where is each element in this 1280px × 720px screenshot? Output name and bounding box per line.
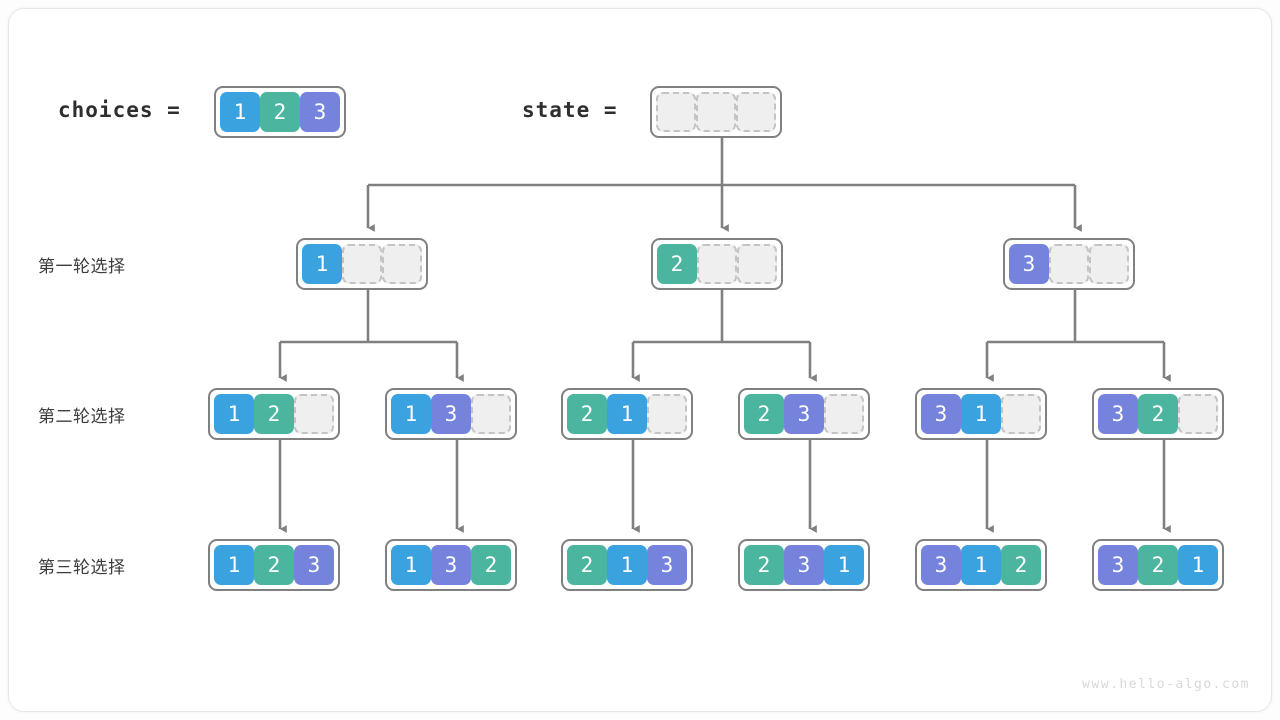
level2-node6-cell-1: 3 (1098, 394, 1138, 434)
state-cell-2 (696, 92, 736, 132)
level2-node2-cell-1: 1 (391, 394, 431, 434)
level1-node3-cell-3 (1089, 244, 1129, 284)
level1-node1-cell-3 (382, 244, 422, 284)
tree-node-level1-3: 3 (1003, 238, 1135, 290)
diagram-card (8, 8, 1272, 712)
row-label-round-2: 第二轮选择 (38, 407, 126, 426)
choices-cell-2: 2 (260, 92, 300, 132)
level3-node6-cell-3: 1 (1178, 545, 1218, 585)
choices-label: choices = (58, 98, 181, 122)
state-cell-1 (656, 92, 696, 132)
tree-node-level1-2: 2 (651, 238, 783, 290)
level1-node3-cell-1: 3 (1009, 244, 1049, 284)
level2-node3-cell-3 (647, 394, 687, 434)
tree-node-level1-1: 1 (296, 238, 428, 290)
level2-node6-cell-2: 2 (1138, 394, 1178, 434)
level3-node3-cell-1: 2 (567, 545, 607, 585)
level2-node4-cell-1: 2 (744, 394, 784, 434)
state-label: state = (522, 98, 618, 122)
level3-node6-cell-1: 3 (1098, 545, 1138, 585)
level2-node2-cell-2: 3 (431, 394, 471, 434)
level2-node6-cell-3 (1178, 394, 1218, 434)
level3-node1-cell-2: 2 (254, 545, 294, 585)
level2-node3-cell-2: 1 (607, 394, 647, 434)
level2-node2-cell-3 (471, 394, 511, 434)
state-cell-3 (736, 92, 776, 132)
level2-node5-cell-2: 1 (961, 394, 1001, 434)
level2-node4-cell-2: 3 (784, 394, 824, 434)
level3-node3-cell-3: 3 (647, 545, 687, 585)
level3-node4-cell-1: 2 (744, 545, 784, 585)
level1-node3-cell-2 (1049, 244, 1089, 284)
level3-node2-cell-2: 3 (431, 545, 471, 585)
level2-node1-cell-3 (294, 394, 334, 434)
level2-node1-cell-2: 2 (254, 394, 294, 434)
level2-node3-cell-1: 2 (567, 394, 607, 434)
level1-node1-cell-2 (342, 244, 382, 284)
level1-node1-cell-1: 1 (302, 244, 342, 284)
level2-node4-cell-3 (824, 394, 864, 434)
level2-node5-cell-1: 3 (921, 394, 961, 434)
level3-node6-cell-2: 2 (1138, 545, 1178, 585)
level3-node1-cell-1: 1 (214, 545, 254, 585)
level3-node2-cell-1: 1 (391, 545, 431, 585)
level2-node1-cell-1: 1 (214, 394, 254, 434)
row-label-round-1: 第一轮选择 (38, 257, 126, 276)
level1-node2-cell-2 (697, 244, 737, 284)
choices-cell-3: 3 (300, 92, 340, 132)
level3-node5-cell-2: 1 (961, 545, 1001, 585)
state-array (650, 86, 782, 138)
level1-node2-cell-3 (737, 244, 777, 284)
level3-node3-cell-2: 1 (607, 545, 647, 585)
level3-node2-cell-3: 2 (471, 545, 511, 585)
choices-cell-1: 1 (220, 92, 260, 132)
level1-node2-cell-1: 2 (657, 244, 697, 284)
level3-node4-cell-2: 3 (784, 545, 824, 585)
watermark: www.hello-algo.com (1082, 677, 1250, 692)
level3-node5-cell-3: 2 (1001, 545, 1041, 585)
level3-node4-cell-3: 1 (824, 545, 864, 585)
level3-node5-cell-1: 3 (921, 545, 961, 585)
level2-node5-cell-3 (1001, 394, 1041, 434)
row-label-round-3: 第三轮选择 (38, 558, 126, 577)
level3-node1-cell-3: 3 (294, 545, 334, 585)
